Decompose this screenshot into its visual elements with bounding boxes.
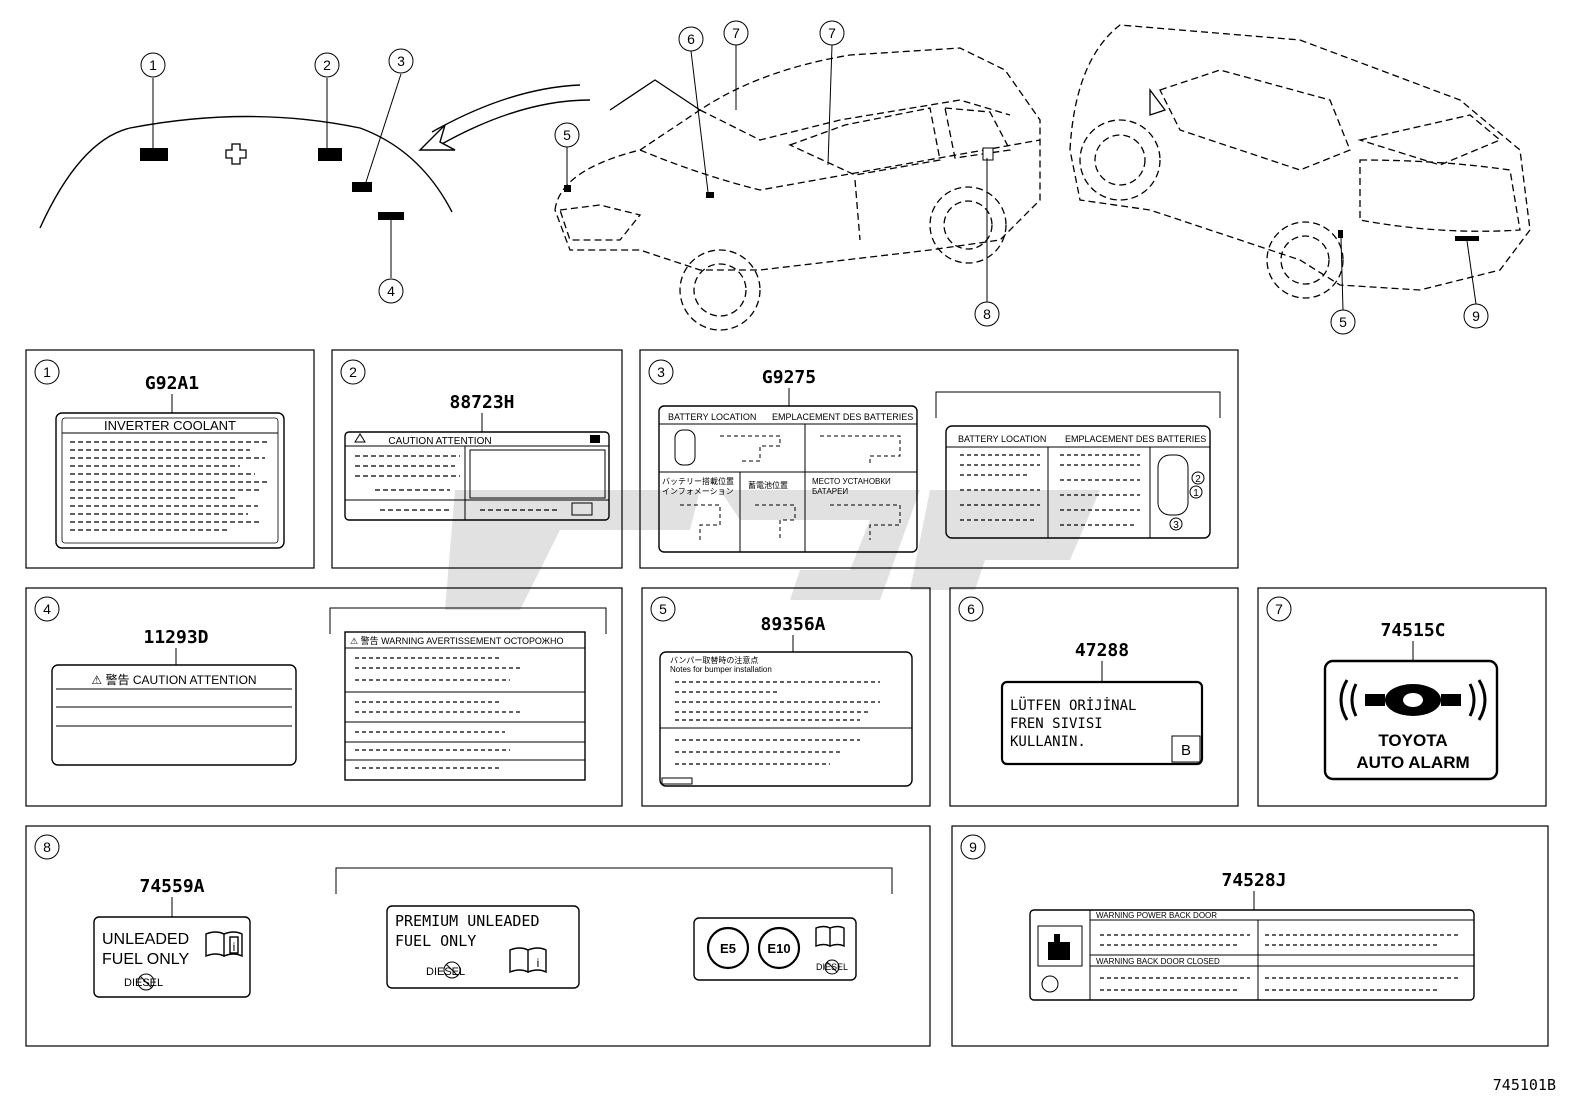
callout-1: 1 — [149, 57, 157, 73]
watermark-logo — [445, 490, 1100, 610]
windshield-schematic — [39, 73, 591, 278]
panel-2-part-number: 88723H — [449, 392, 514, 413]
car-outline-icon — [1157, 454, 1189, 516]
panel-3-a-ru1: МЕСТО УСТАНОВКИ — [812, 477, 891, 486]
panel-9-header-a: WARNING POWER BACK DOOR — [1096, 911, 1217, 920]
panel-3-a-header-right: EMPLACEMENT DES BATTERIES — [772, 412, 913, 422]
panel-8-number: 8 — [43, 839, 51, 855]
panel-3: 3 G9275 BATTERY LOCATION EMPLACEMENT DES… — [639, 349, 1239, 569]
panel-4-a-header: ⚠ 警告 CAUTION ATTENTION — [91, 672, 256, 687]
panel-1-text-lines — [70, 441, 270, 531]
panel-8-a-diesel: DIESEL — [124, 977, 163, 989]
panel-3-a-jp1b: インフォメーション — [662, 487, 734, 496]
crossed-nozzle-icon — [443, 961, 461, 979]
panel-8-a-line2: FUEL ONLY — [102, 951, 189, 968]
suv-rear-view — [1069, 24, 1531, 299]
top-callouts: 1 2 3 4 5 6 7 7 8 5 9 — [140, 20, 1489, 335]
manual-book-icon: i — [509, 947, 547, 974]
panel-6-badge: B — [1181, 742, 1191, 759]
svg-text:1: 1 — [1193, 488, 1199, 499]
panel-6-part-number: 47288 — [1075, 640, 1129, 661]
crossed-nozzle-icon — [137, 973, 155, 991]
crossed-nozzle-icon — [824, 959, 840, 975]
suv-front-markers — [564, 44, 994, 302]
callout-5-rear: 5 — [1339, 314, 1347, 330]
suv-rear-markers — [1338, 230, 1479, 311]
panel-6-line1: LÜTFEN ORİJİNAL — [1010, 696, 1136, 714]
panel-7-number: 7 — [1275, 601, 1283, 617]
panel-3-a-header-left: BATTERY LOCATION — [668, 412, 756, 422]
panel-1-part-number: G92A1 — [145, 373, 199, 394]
panel-4-number: 4 — [43, 601, 51, 617]
manual-book-icon — [590, 435, 600, 443]
panel-8-c-e5: E5 — [720, 941, 736, 956]
manual-book-icon — [815, 925, 845, 948]
manual-book-icon: i — [205, 931, 243, 958]
panel-3-part-number: G9275 — [762, 367, 816, 388]
panel-3-b-header-right: EMPLACEMENT DES BATTERIES — [1065, 434, 1206, 444]
arrow-icon — [418, 84, 591, 151]
panel-6-line2: FREN SIVISI — [1010, 716, 1103, 732]
panel-9: 9 74528J WARNING POWER BACK DOOR WARNING… — [951, 825, 1549, 1047]
svg-text:i: i — [233, 940, 236, 954]
panel-5-part-number: 89356A — [760, 614, 825, 635]
crosshair-icon — [225, 143, 247, 165]
panel-6-line3: KULLANIN. — [1010, 734, 1086, 750]
svg-text:i: i — [537, 956, 540, 970]
panel-9-number: 9 — [969, 839, 977, 855]
panel-5-number: 5 — [659, 601, 667, 617]
hand-press-icon — [1037, 925, 1083, 967]
warning-triangle-icon — [354, 433, 366, 443]
panel-8-b-diesel: DIESEL — [426, 966, 465, 978]
callout-8: 8 — [983, 306, 991, 322]
panel-8: 8 74559A UNLEADED FUEL ONLY i DIESEL PRE… — [25, 825, 931, 1047]
panel-4-b-header: ⚠ 警告 WARNING AVERTISSEMENT ОСТОРОЖНО — [350, 635, 563, 646]
callout-4: 4 — [387, 283, 395, 299]
panel-7: 7 74515C TOYOTA AUTO ALARM — [1257, 587, 1547, 807]
panel-2-label-title: CAUTION ATTENTION — [388, 436, 491, 447]
panel-7-part-number: 74515C — [1380, 620, 1445, 641]
panel-9-header-b: WARNING BACK DOOR CLOSED — [1096, 957, 1220, 966]
panel-3-a-jp1: バッテリー搭載位置 — [662, 476, 734, 486]
svg-text:3: 3 — [1173, 520, 1179, 531]
panel-6: 6 47288 LÜTFEN ORİJİNAL FREN SIVISI KULL… — [949, 587, 1239, 807]
callout-3: 3 — [397, 53, 405, 69]
panel-7-line2: AUTO ALARM — [1356, 753, 1469, 772]
panel-3-a-jp2: 蓄電池位置 — [748, 480, 788, 490]
diagram-code: 745101B — [1493, 1076, 1556, 1094]
svg-text:2: 2 — [1195, 474, 1201, 485]
panel-3-number: 3 — [657, 364, 665, 380]
callout-5-front: 5 — [563, 127, 571, 143]
panel-1: 1 G92A1 INVERTER COOLANT — [25, 349, 315, 569]
panel-3-a-ru2: БАТАРЕИ — [812, 487, 848, 496]
panel-8-b-line2: FUEL ONLY — [395, 932, 476, 950]
panel-2: 2 88723H CAUTION ATTENTION — [331, 349, 623, 569]
suv-front-view — [554, 47, 1041, 331]
panel-4: 4 11293D ⚠ 警告 CAUTION ATTENTION ⚠ 警告 WAR… — [25, 587, 623, 807]
panel-4-part-number: 11293D — [143, 627, 208, 648]
panel-8-b-line1: PREMIUM UNLEADED — [395, 912, 540, 930]
panel-8-c-e10: E10 — [767, 941, 790, 956]
panel-2-number: 2 — [349, 364, 357, 380]
panel-8-part-number: 74559A — [139, 876, 204, 897]
panel-5: 5 89356A バンパー取替時の注意点 Notes for bumper in… — [641, 587, 931, 807]
panel-7-line1: TOYOTA — [1378, 731, 1447, 750]
panel-3-b-header-left: BATTERY LOCATION — [958, 434, 1046, 444]
car-outline-icon — [674, 429, 696, 466]
panel-6-number: 6 — [967, 601, 975, 617]
alarm-car-icon — [1339, 679, 1487, 721]
panel-5-line1: バンパー取替時の注意点 — [670, 655, 758, 665]
callout-9: 9 — [1472, 308, 1480, 324]
callout-6: 6 — [687, 31, 695, 47]
callout-7b: 7 — [828, 25, 836, 41]
panel-1-label-title: INVERTER COOLANT — [104, 418, 236, 433]
panel-9-part-number: 74528J — [1221, 870, 1286, 891]
panel-8-a-line1: UNLEADED — [102, 931, 189, 948]
panel-5-line2: Notes for bumper installation — [670, 665, 772, 674]
callout-7a: 7 — [732, 25, 740, 41]
panel-1-number: 1 — [43, 364, 51, 380]
callout-2: 2 — [323, 57, 331, 73]
